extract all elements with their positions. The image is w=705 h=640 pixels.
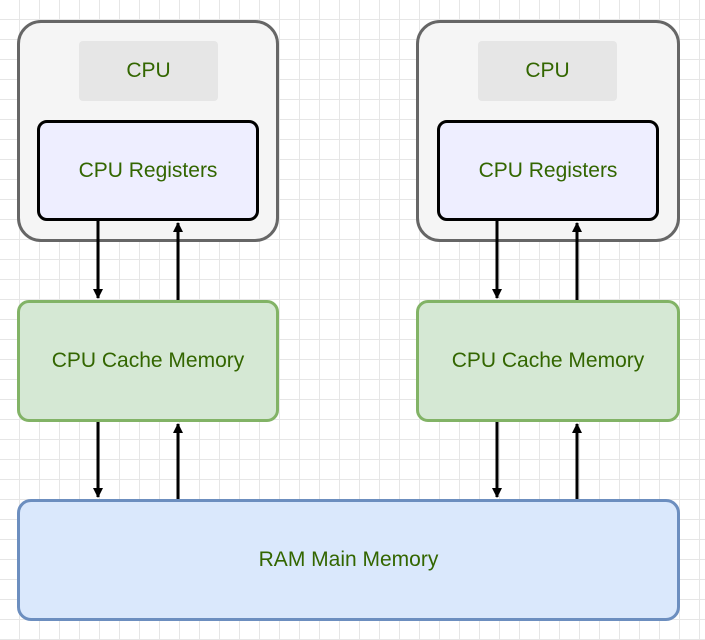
ram-main-memory: RAM Main Memory — [17, 499, 680, 621]
cpu-label-left: CPU — [79, 41, 218, 101]
cpu-registers-right: CPU Registers — [437, 120, 659, 221]
cpu-label-right: CPU — [478, 41, 617, 101]
cpu-registers-left: CPU Registers — [37, 120, 259, 221]
cache-memory-right: CPU Cache Memory — [416, 300, 680, 422]
cache-memory-left: CPU Cache Memory — [17, 300, 279, 422]
